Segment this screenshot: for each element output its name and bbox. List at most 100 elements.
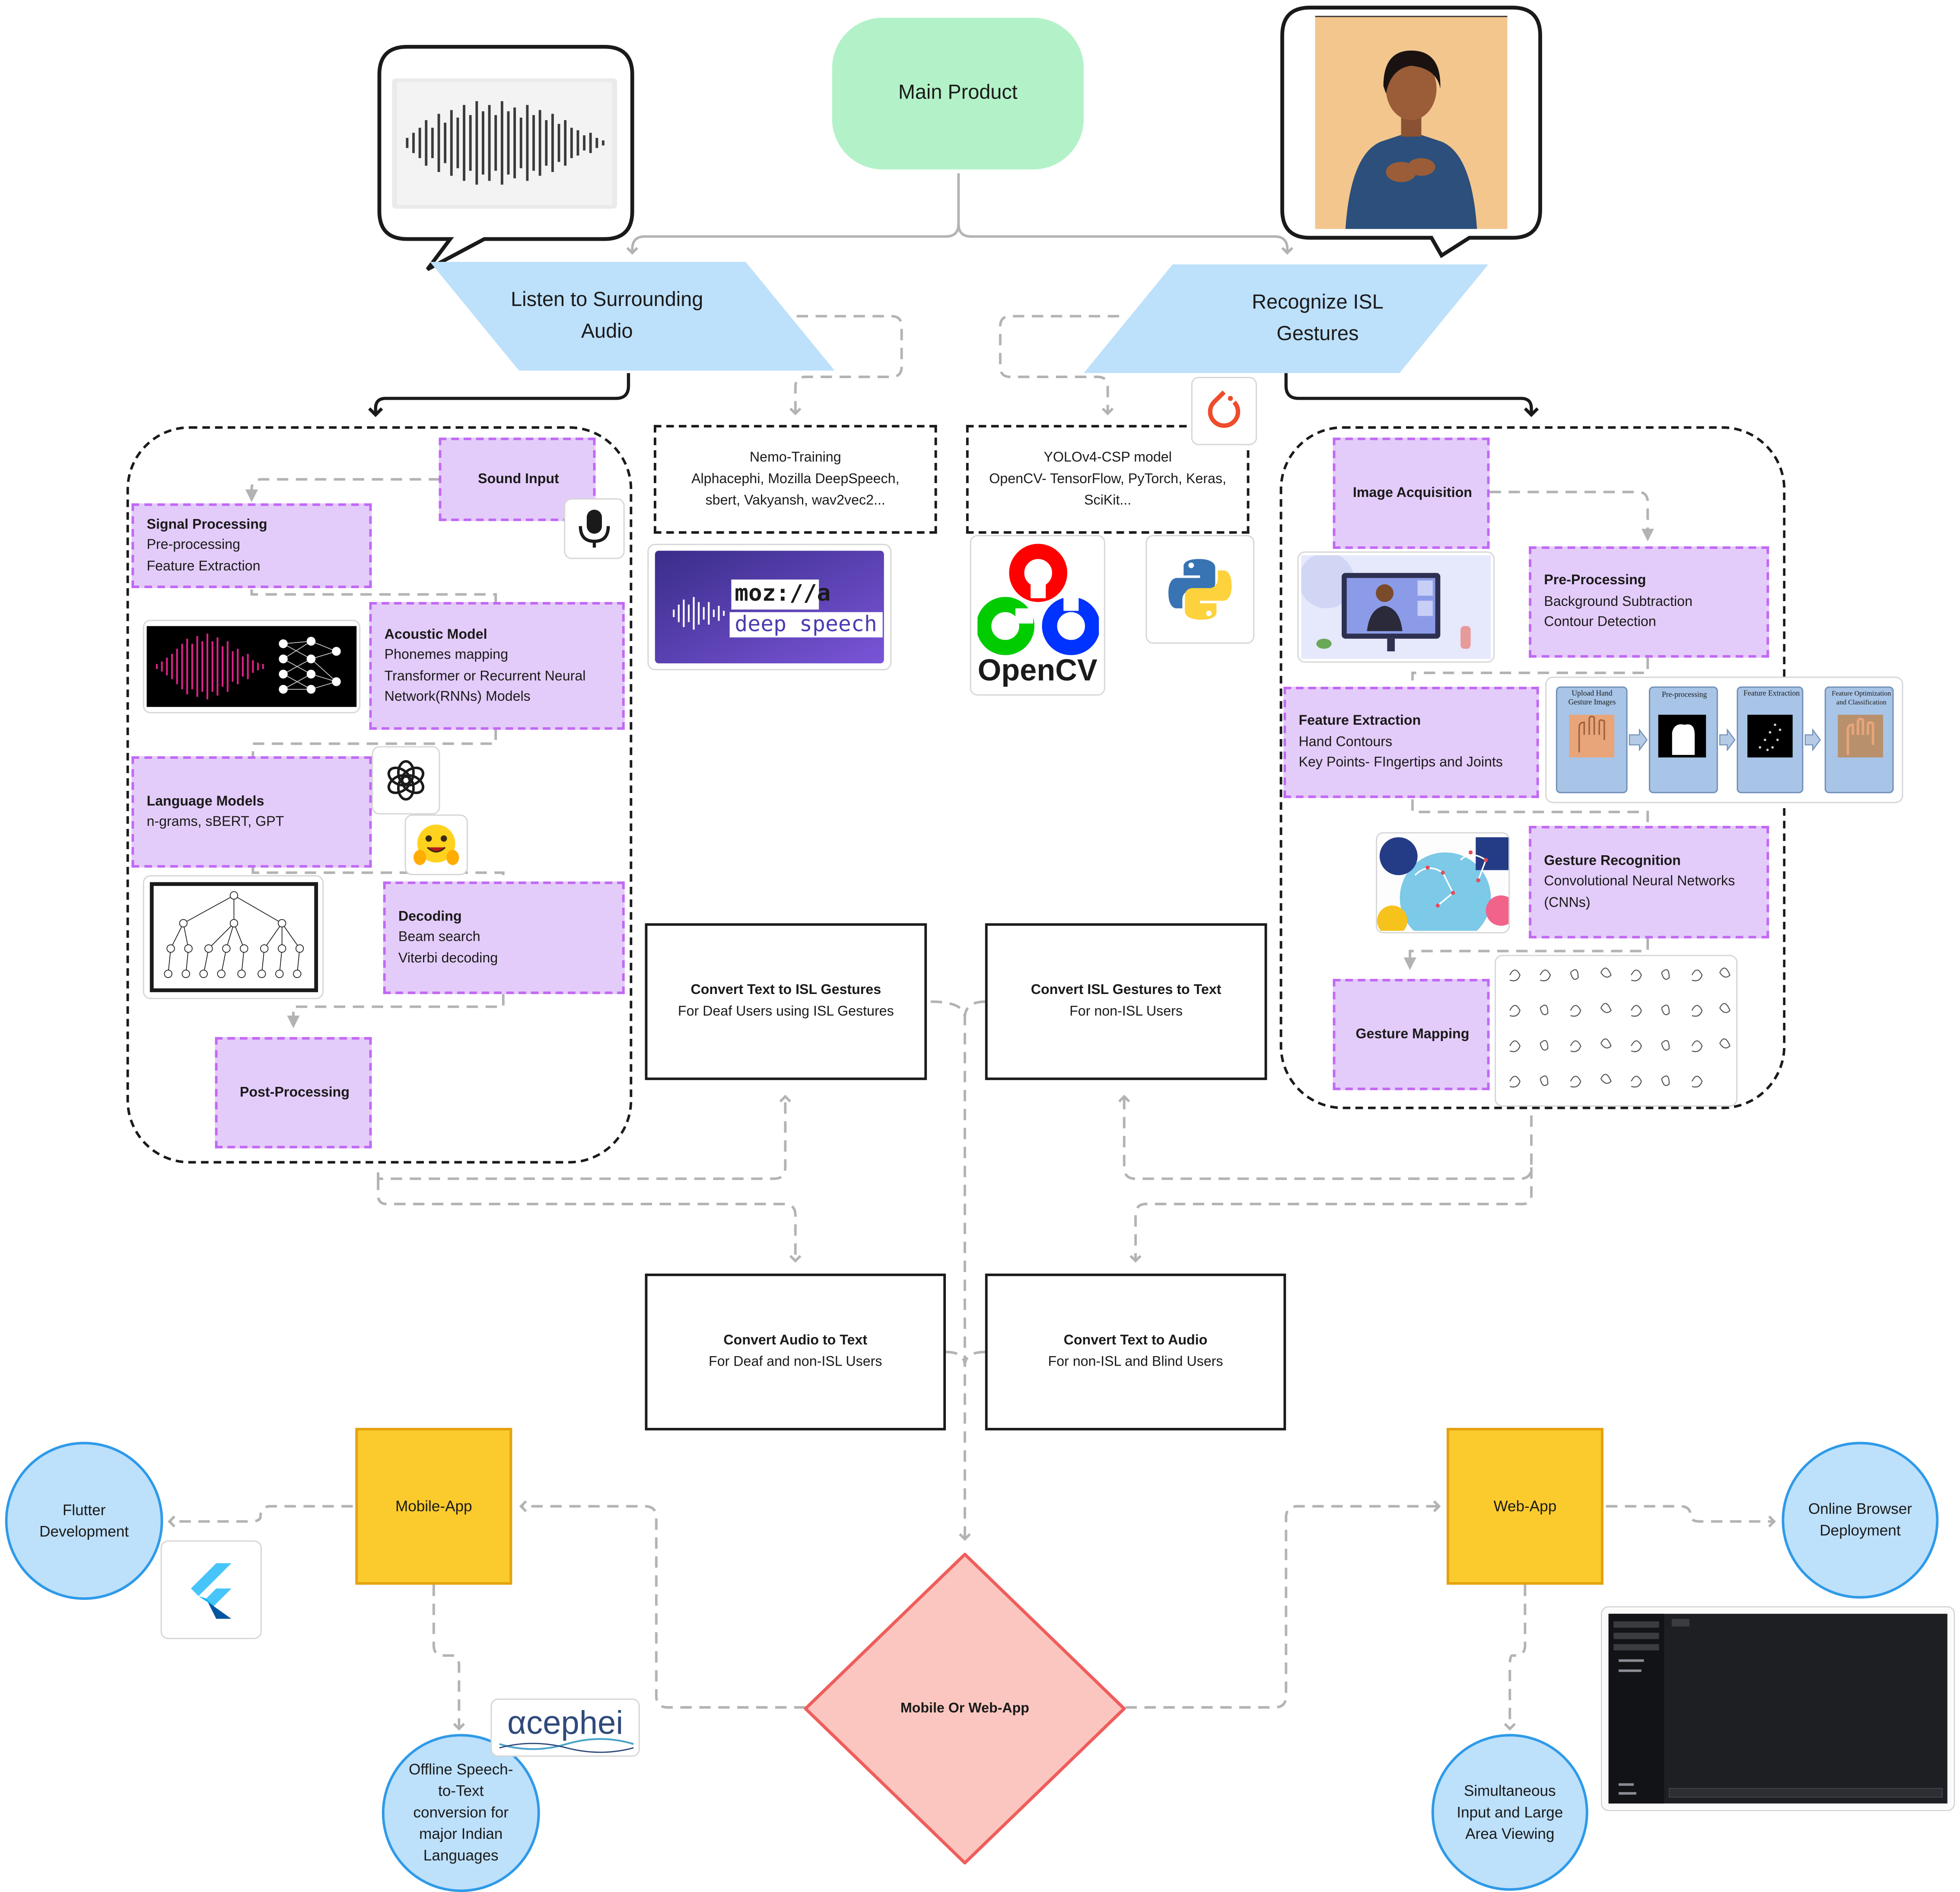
web-app-label: Web-App — [1493, 1497, 1557, 1515]
speech-bubble-icon — [377, 45, 634, 271]
offline-line3: conversion for — [413, 1803, 509, 1822]
opencv-logo: OpenCV — [970, 535, 1105, 696]
decoding-title: Decoding — [398, 909, 462, 924]
simultaneous-line2: Input and Large — [1457, 1803, 1563, 1821]
mozilla-text: moz://a — [735, 580, 831, 607]
audio-to-text-box: Convert Audio to Text For Deaf and non-I… — [645, 1273, 946, 1430]
huggingface-logo — [404, 814, 468, 876]
acoustic-model-node: Acoustic Model Phonemes mapping Transfor… — [369, 602, 625, 730]
yolo-line3: SciKit... — [1084, 492, 1132, 508]
flow-step-extraction: Feature Extraction — [1743, 690, 1800, 698]
neural-network-waveform-icon — [146, 626, 357, 707]
language-models-line1: n-grams, sBERT, GPT — [146, 814, 284, 830]
isl-to-text-box: Convert ISL Gestures to Text For non-ISL… — [985, 923, 1267, 1080]
flutter-line2: Development — [39, 1522, 129, 1540]
waveform-bubble — [377, 44, 636, 272]
decoding-node: Decoding Beam search Viterbi decoding — [383, 881, 625, 994]
web-app-screenshot — [1600, 1606, 1955, 1811]
recognize-line1: Recognize ISL — [1252, 292, 1384, 314]
gesture-mapping-node: Gesture Mapping — [1333, 979, 1490, 1090]
flutter-line1: Flutter — [62, 1500, 106, 1519]
mobile-app-node: Mobile-App — [355, 1428, 512, 1585]
microphone-card — [564, 498, 625, 559]
image-acquisition-title: Image Acquisition — [1352, 485, 1472, 501]
beam-search-tree-image — [143, 875, 324, 999]
text-to-audio-title: Convert Text to Audio — [1063, 1333, 1208, 1348]
gesture-recognition-line1: Convolutional Neural Networks — [1544, 874, 1735, 890]
text-to-isl-box: Convert Text to ISL Gestures For Deaf Us… — [645, 923, 927, 1080]
acoustic-model-line1: Phonemes mapping — [384, 647, 508, 663]
flutter-development-circle: Flutter Development — [5, 1442, 163, 1600]
hand-keypoints-image — [1376, 832, 1510, 933]
text-to-audio-subtitle: For non-ISL and Blind Users — [1048, 1354, 1223, 1370]
audio-to-text-title: Convert Audio to Text — [723, 1333, 868, 1348]
flow-step-optimization: Feature Optimization and Classification — [1832, 690, 1891, 707]
feature-extraction-line2: Key Points- FIngertips and Joints — [1298, 755, 1503, 771]
pytorch-icon — [1208, 390, 1241, 428]
python-icon — [1168, 559, 1232, 620]
pre-processing-line2: Contour Detection — [1544, 615, 1656, 631]
web-app-preview-icon — [1603, 1609, 1953, 1809]
post-processing-title: Post-Processing — [239, 1085, 350, 1100]
feature-extraction-line1: Hand Contours — [1298, 734, 1393, 750]
text-to-audio-box: Convert Text to Audio For non-ISL and Bl… — [985, 1273, 1286, 1430]
flow-step-upload: Upload Hand Gesture Images — [1568, 690, 1616, 707]
listen-line2: Audio — [581, 321, 633, 343]
text-to-isl-title: Convert Text to ISL Gestures — [690, 982, 881, 998]
feature-extraction-title: Feature Extraction — [1298, 713, 1421, 729]
search-tree-icon — [149, 882, 318, 992]
person-body — [1345, 131, 1477, 229]
language-models-title: Language Models — [146, 793, 264, 809]
audio-pipeline-group — [126, 426, 633, 1164]
online-deployment-circle: Online Browser Deployment — [1782, 1442, 1939, 1599]
listen-line1: Listen to Surrounding — [511, 290, 703, 311]
recognize-line2: Gestures — [1276, 324, 1359, 345]
opencv-rings-icon — [977, 543, 1098, 655]
flutter-logo — [160, 1540, 262, 1639]
gesture-recognition-title: Gesture Recognition — [1544, 853, 1681, 869]
offline-line2: to-Text — [438, 1782, 484, 1800]
gesture-recognition-line2: (CNNs) — [1544, 895, 1591, 911]
pytorch-logo — [1191, 377, 1257, 446]
speech-bubble-icon — [1280, 6, 1542, 258]
mobile-or-web-decision: Mobile Or Web-App — [802, 1551, 1128, 1867]
signal-processing-node: Signal Processing Pre-processing Feature… — [131, 503, 372, 588]
yolo-line1: YOLOv4-CSP model — [1044, 449, 1172, 465]
acoustic-model-title: Acoustic Model — [384, 627, 487, 642]
alphacephei-wave-icon — [499, 1738, 634, 1753]
neural-waveform-image — [143, 619, 361, 713]
simultaneous-input-circle: Simultaneous Input and Large Area Viewin… — [1431, 1734, 1588, 1891]
openai-logo — [372, 746, 440, 815]
decoding-line1: Beam search — [398, 930, 480, 945]
main-product-label: Main Product — [898, 82, 1018, 104]
online-line1: Online Browser — [1808, 1500, 1912, 1518]
nemo-line2: Alphacephi, Mozilla DeepSpeech, — [691, 471, 900, 487]
microphone-icon — [579, 510, 610, 548]
nemo-training-box: Nemo-Training Alphacephi, Mozilla DeepSp… — [654, 425, 937, 534]
alphacephei-wordmark: αcephei — [507, 1703, 624, 1741]
openai-icon — [387, 760, 424, 801]
huggingface-icon — [413, 825, 459, 865]
gesture-flow-diagram — [1556, 686, 1894, 793]
isl-to-text-title: Convert ISL Gestures to Text — [1031, 982, 1222, 998]
pre-processing-node: Pre-Processing Background Subtraction Co… — [1529, 546, 1769, 658]
nemo-line1: Nemo-Training — [749, 449, 841, 465]
offline-stt-circle: Offline Speech- to-Text conversion for m… — [382, 1734, 540, 1892]
sound-input-title: Sound Input — [477, 471, 559, 487]
feature-extraction-node: Feature Extraction Hand Contours Key Poi… — [1283, 687, 1539, 798]
mobile-or-web-label: Mobile Or Web-App — [900, 1701, 1029, 1717]
image-acquisition-node: Image Acquisition — [1333, 437, 1490, 549]
decoding-line2: Viterbi decoding — [398, 950, 498, 966]
post-processing-node: Post-Processing — [215, 1037, 372, 1149]
gesture-flow-card: Upload Hand Gesture Images Pre-processin… — [1545, 676, 1903, 803]
video-call-image — [1297, 551, 1495, 663]
pre-processing-line1: Background Subtraction — [1544, 594, 1693, 609]
yolo-line2: OpenCV- TensorFlow, PyTorch, Keras, — [989, 471, 1226, 487]
signal-processing-title: Signal Processing — [146, 517, 267, 532]
gesture-recognition-node: Gesture Recognition Convolutional Neural… — [1529, 826, 1769, 939]
signal-processing-line2: Feature Extraction — [146, 558, 261, 574]
mobile-app-label: Mobile-App — [395, 1497, 472, 1515]
signer-bubble — [1280, 5, 1543, 258]
isl-alphabet-chart — [1495, 955, 1738, 1107]
